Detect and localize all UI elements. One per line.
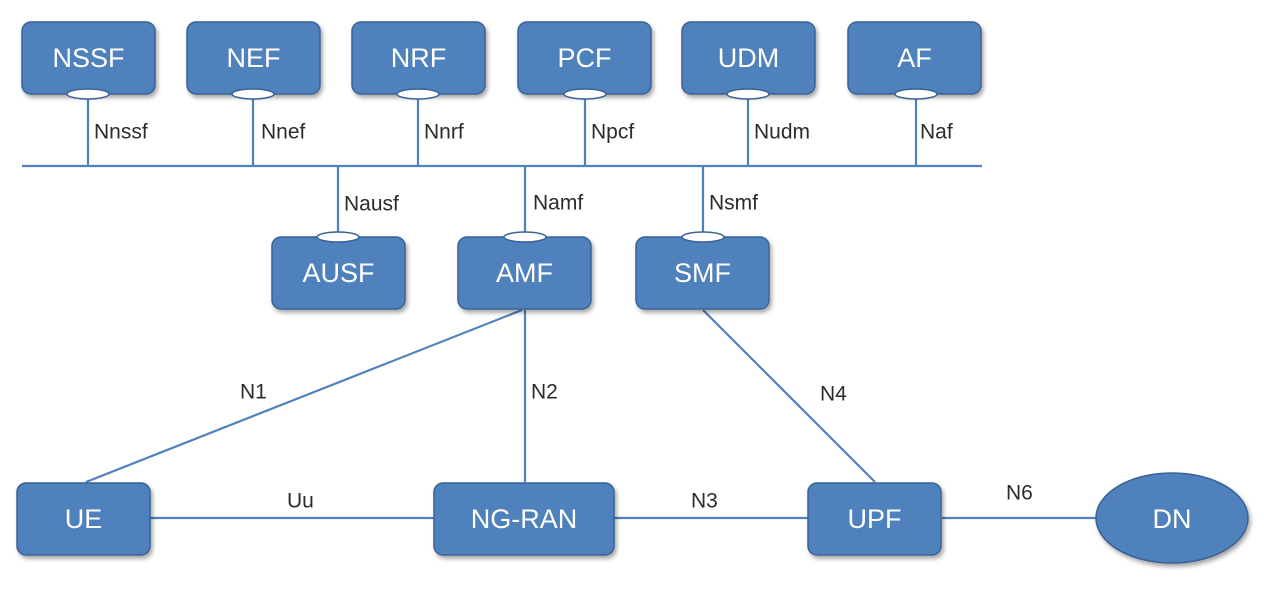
n1-label: N1	[240, 381, 267, 404]
af-port	[894, 88, 938, 100]
amf-port	[503, 231, 547, 243]
n6-label: N6	[1006, 482, 1033, 505]
nausf-label: Nausf	[344, 193, 399, 216]
nudm-label: Nudm	[754, 121, 810, 144]
nef-label: NEF	[227, 43, 281, 73]
nrf-node: NRF	[351, 21, 486, 95]
ue-node: UE	[16, 482, 151, 556]
ausf-node: AUSF	[271, 236, 406, 310]
ngran-node: NG-RAN	[433, 482, 615, 556]
naf-label: Naf	[920, 121, 953, 144]
nnssf-label: Nnssf	[94, 121, 148, 144]
smf-port	[681, 231, 725, 243]
n2-label: N2	[531, 381, 558, 404]
nrf-port	[396, 88, 440, 100]
uu-label: Uu	[287, 490, 314, 513]
ausf-label: AUSF	[302, 258, 374, 288]
link-n1	[85, 308, 523, 484]
nssf-label: NSSF	[52, 43, 124, 73]
nssf-port	[66, 88, 110, 100]
nef-port	[231, 88, 275, 100]
namf-label: Namf	[533, 192, 583, 215]
udm-node: UDM	[681, 21, 816, 95]
nnef-label: Nnef	[261, 121, 306, 144]
nsmf-label: Nsmf	[709, 192, 758, 215]
nssf-node: NSSF	[21, 21, 156, 95]
udm-label: UDM	[718, 43, 780, 73]
nrf-label: NRF	[391, 43, 447, 73]
smf-node: SMF	[635, 236, 770, 310]
npcf-label: Npcf	[591, 121, 634, 144]
amf-label: AMF	[496, 258, 553, 288]
n3-label: N3	[691, 490, 718, 513]
af-label: AF	[897, 43, 932, 73]
ue-label: UE	[65, 504, 103, 534]
dn-label: DN	[1153, 504, 1192, 534]
link-n4	[702, 309, 876, 483]
smf-label: SMF	[674, 258, 731, 288]
pcf-node: PCF	[517, 21, 652, 95]
upf-node: UPF	[807, 482, 942, 556]
pcf-port	[563, 88, 607, 100]
pcf-label: PCF	[558, 43, 612, 73]
nnrf-label: Nnrf	[424, 121, 464, 144]
dn-node: DN	[1095, 472, 1249, 564]
ngran-label: NG-RAN	[471, 504, 578, 534]
udm-port	[726, 88, 770, 100]
n4-label: N4	[820, 383, 847, 406]
nef-node: NEF	[186, 21, 321, 95]
upf-label: UPF	[848, 504, 902, 534]
amf-node: AMF	[457, 236, 592, 310]
ausf-port	[316, 231, 360, 243]
af-node: AF	[847, 21, 982, 95]
